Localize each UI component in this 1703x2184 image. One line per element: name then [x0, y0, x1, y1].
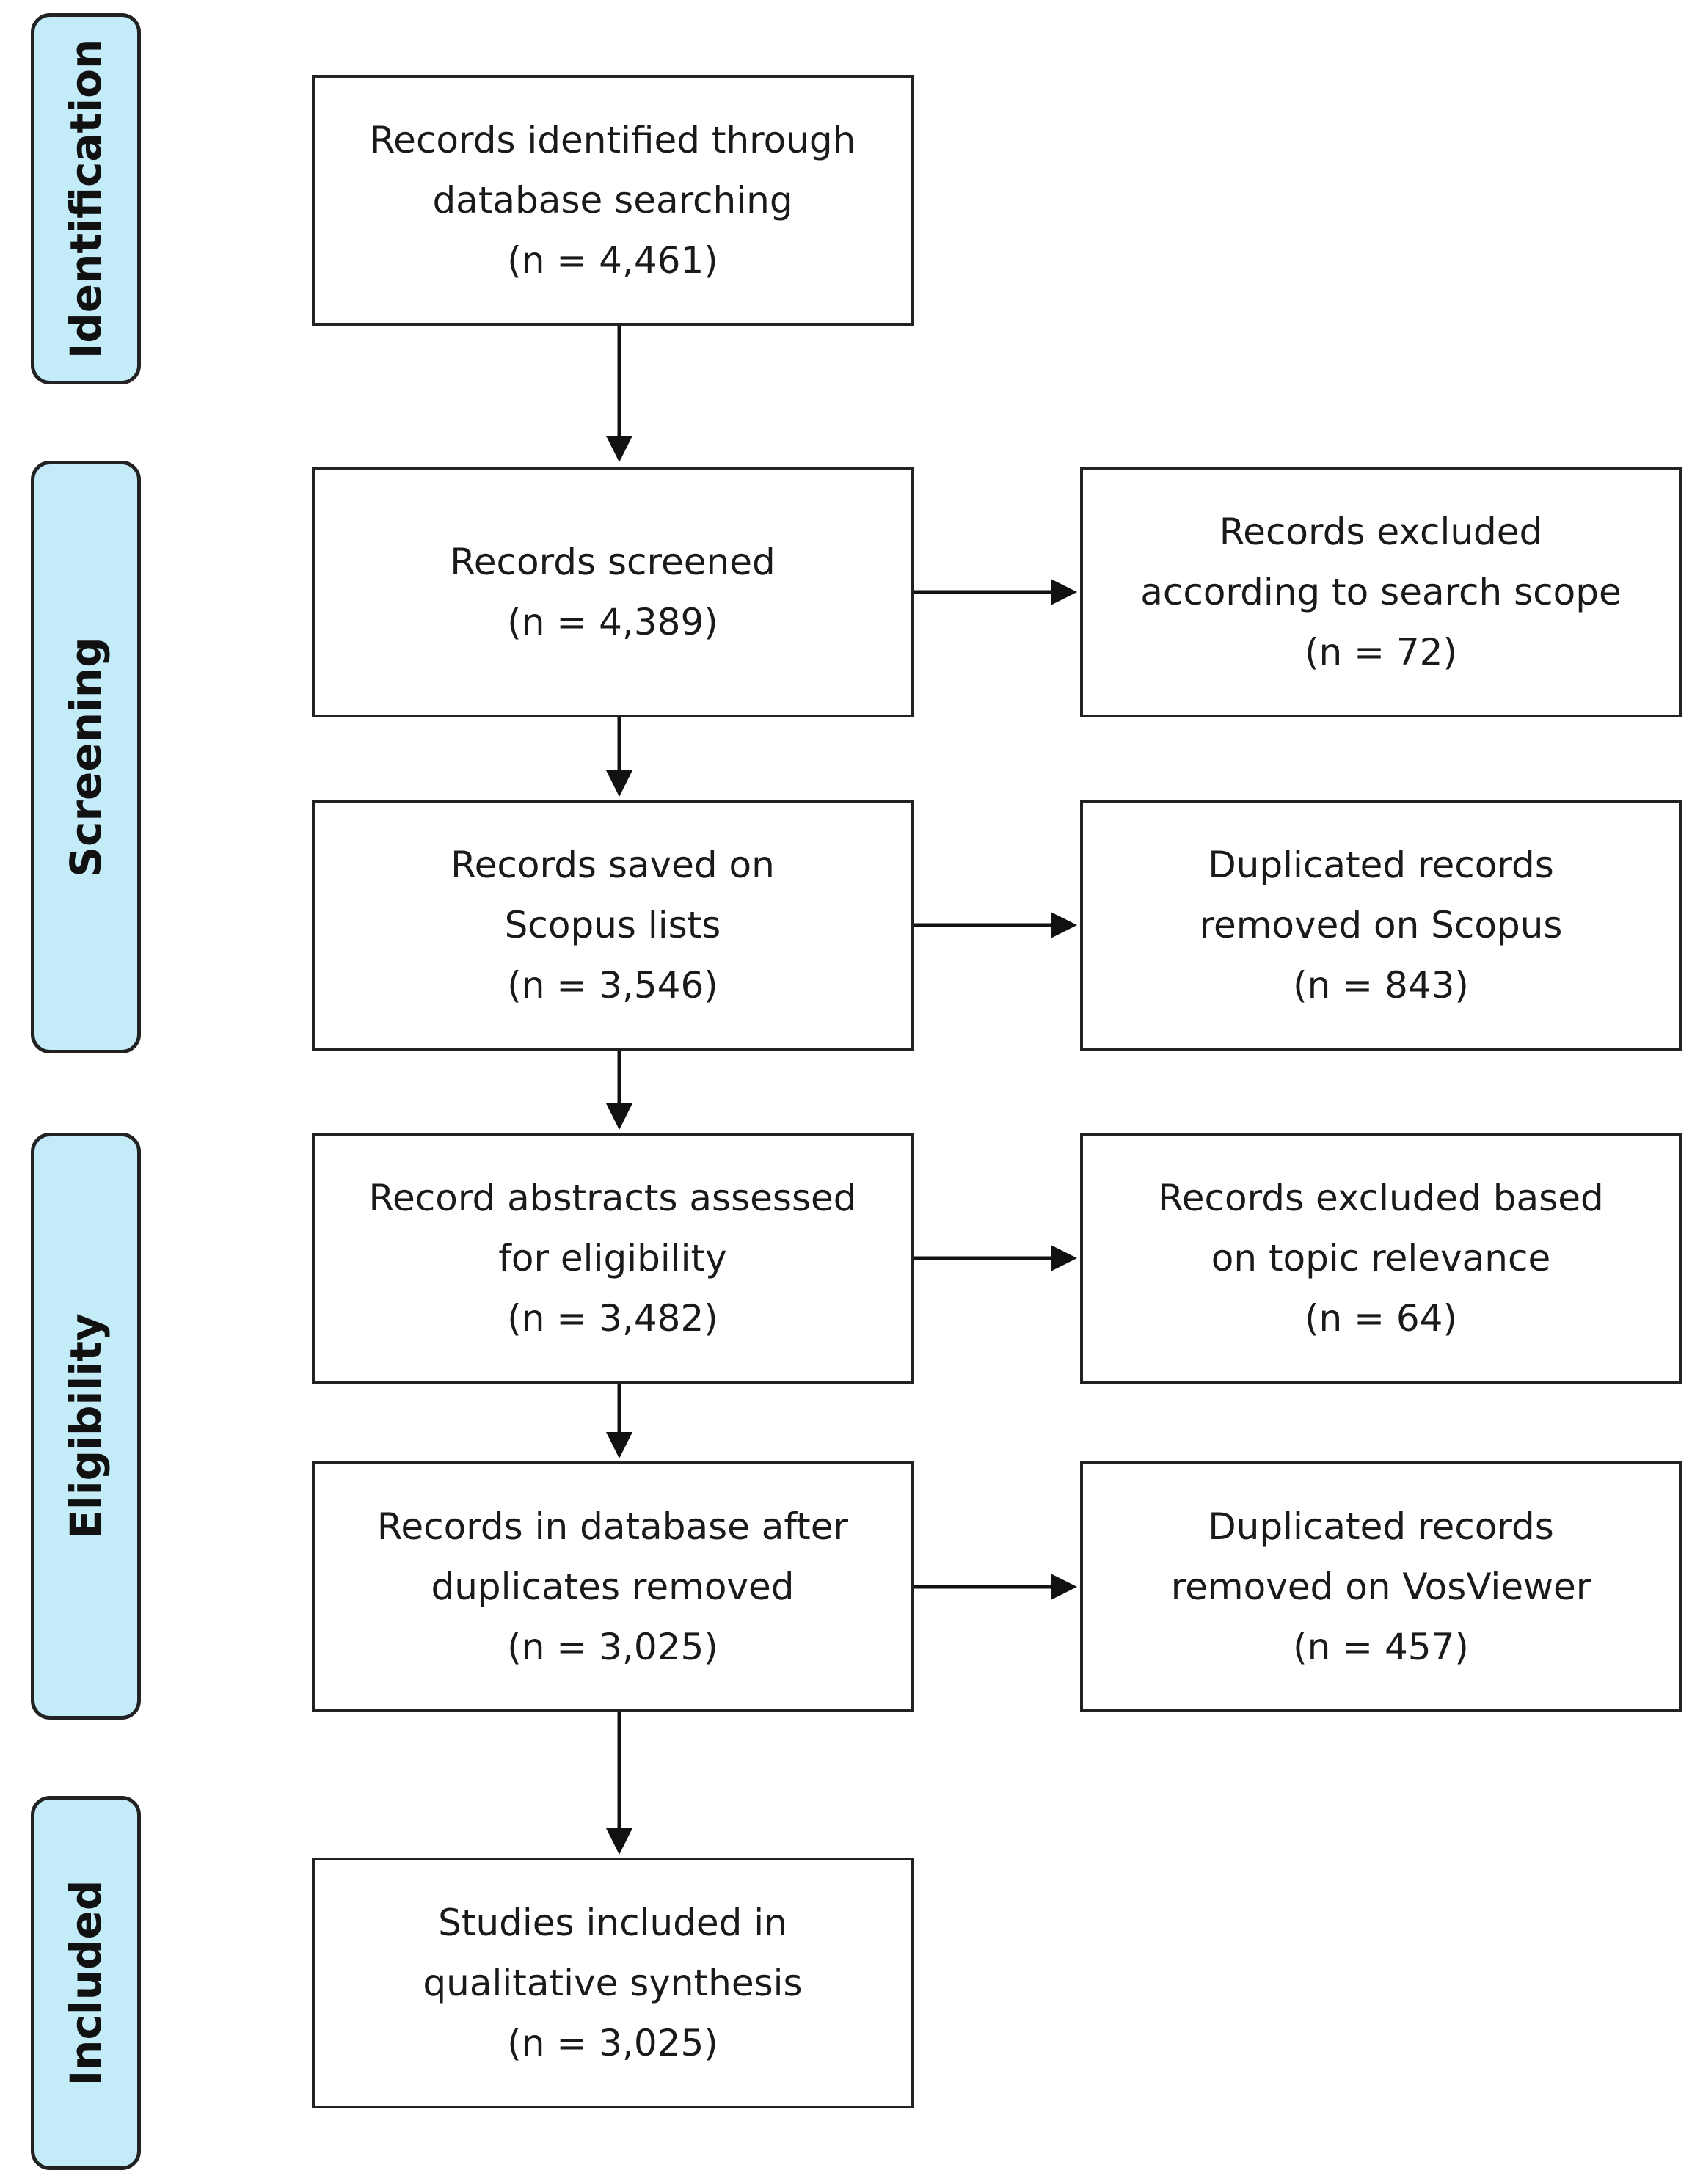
box-count: (n = 4,461): [507, 239, 718, 282]
box-text-line: removed on Scopus: [1199, 904, 1563, 946]
box-count: (n = 3,482): [507, 1297, 718, 1340]
box-after-duplicates: Records in database after duplicates rem…: [312, 1461, 914, 1712]
box-text-line: on topic relevance: [1211, 1237, 1551, 1279]
arrowhead-down: [606, 436, 632, 462]
box-text-line: Records excluded based: [1158, 1177, 1604, 1219]
box-count: (n = 843): [1293, 964, 1469, 1007]
box-text-line: Records screened: [450, 541, 776, 583]
box-count: (n = 457): [1293, 1626, 1469, 1668]
box-text-line: for eligibility: [498, 1237, 727, 1279]
box-count: (n = 72): [1304, 631, 1457, 673]
box-text-line: Scopus lists: [504, 904, 721, 946]
box-text-line: removed on VosViewer: [1170, 1566, 1591, 1608]
arrowhead-right: [1051, 1245, 1077, 1271]
arrowhead-down: [606, 1432, 632, 1458]
arrowhead-down: [606, 1828, 632, 1855]
box-records-saved: Records saved on Scopus lists (n = 3,546…: [312, 800, 914, 1051]
phase-identification: Identification: [31, 13, 141, 384]
box-text-line: Studies included in: [438, 1902, 787, 1944]
box-text-line: Records identified through: [369, 119, 856, 161]
phase-eligibility: Eligibility: [31, 1133, 141, 1720]
box-count: (n = 3,025): [507, 2022, 718, 2064]
box-text-line: qualitative synthesis: [423, 1962, 803, 2004]
box-excluded-scope: Records excluded according to search sco…: [1080, 467, 1682, 717]
box-records-screened: Records screened (n = 4,389): [312, 467, 914, 717]
box-count: (n = 64): [1304, 1297, 1457, 1340]
box-text-line: Records saved on: [451, 844, 775, 886]
box-text-line: Records in database after: [376, 1505, 849, 1548]
box-text-line: Duplicated records: [1208, 844, 1554, 886]
box-records-identified: Records identified through database sear…: [312, 75, 914, 326]
arrowhead-right: [1051, 579, 1077, 605]
box-count: (n = 4,389): [507, 601, 718, 643]
box-count: (n = 3,546): [507, 964, 718, 1007]
box-text-line: Record abstracts assessed: [368, 1177, 857, 1219]
phase-screening: Screening: [31, 461, 141, 1053]
box-duplicates-scopus: Duplicated records removed on Scopus (n …: [1080, 800, 1682, 1051]
arrowhead-down: [606, 770, 632, 797]
arrowhead-right: [1051, 1574, 1077, 1600]
phase-included: Included: [31, 1796, 141, 2170]
box-text-line: Records excluded: [1219, 511, 1543, 553]
arrowhead-right: [1051, 912, 1077, 938]
box-abstracts-assessed: Record abstracts assessed for eligibilit…: [312, 1133, 914, 1384]
box-count: (n = 3,025): [507, 1626, 718, 1668]
box-text-line: database searching: [432, 179, 793, 222]
box-text-line: duplicates removed: [431, 1566, 795, 1608]
box-text-line: Duplicated records: [1208, 1505, 1554, 1548]
box-duplicates-vosviewer: Duplicated records removed on VosViewer …: [1080, 1461, 1682, 1712]
box-studies-included: Studies included in qualitative synthesi…: [312, 1858, 914, 2108]
box-excluded-topic: Records excluded based on topic relevanc…: [1080, 1133, 1682, 1384]
arrowhead-down: [606, 1103, 632, 1130]
box-text-line: according to search scope: [1140, 571, 1622, 613]
